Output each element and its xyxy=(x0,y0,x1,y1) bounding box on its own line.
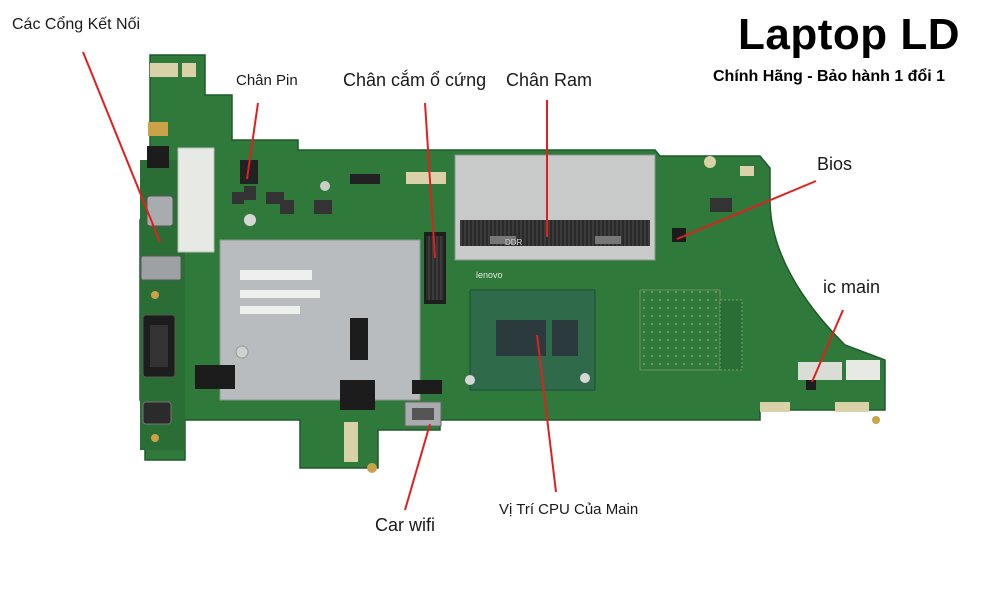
vendor-marking: lenovo xyxy=(476,270,503,280)
pointer-lines xyxy=(82,51,844,511)
pointer-battery xyxy=(246,102,259,180)
bga-area xyxy=(639,289,721,371)
label-ports: Các Cổng Kết Nối xyxy=(12,16,141,33)
label-bios: Bios xyxy=(817,154,853,174)
port-jack xyxy=(142,401,172,425)
label-storage: Chân cắm ổ cứng xyxy=(343,70,487,90)
port-usb-a xyxy=(140,255,182,281)
ic-main-chip xyxy=(806,380,816,390)
pointer-ic-main xyxy=(811,309,844,383)
label-ram: Chân Ram xyxy=(506,70,593,90)
port-top-flex xyxy=(150,63,178,77)
cpu-die-2 xyxy=(552,320,578,356)
brand-title: Laptop LD xyxy=(738,10,961,59)
sticker-left xyxy=(177,147,215,253)
pointer-wifi xyxy=(404,423,431,511)
pointer-bios xyxy=(676,180,817,240)
label-battery: Chân Pin xyxy=(236,72,298,89)
label-wifi: Car wifi xyxy=(375,515,436,535)
ram-slot-marking: DDR xyxy=(505,238,523,247)
bios-chip xyxy=(672,228,686,242)
brand-subtitle: Chính Hãng - Bảo hành 1 đổi 1 xyxy=(713,68,945,85)
pointer-ports xyxy=(82,51,161,243)
pointer-cpu xyxy=(536,334,557,493)
ram-slot xyxy=(460,220,650,246)
pointer-storage xyxy=(424,102,436,259)
sticker-right xyxy=(846,360,880,380)
wifi-connector xyxy=(404,401,442,427)
heat-shield xyxy=(219,239,421,401)
label-ic-main: ic main xyxy=(823,277,881,297)
dc-jack xyxy=(147,146,169,168)
label-cpu: Vị Trí CPU Của Main xyxy=(499,501,639,518)
